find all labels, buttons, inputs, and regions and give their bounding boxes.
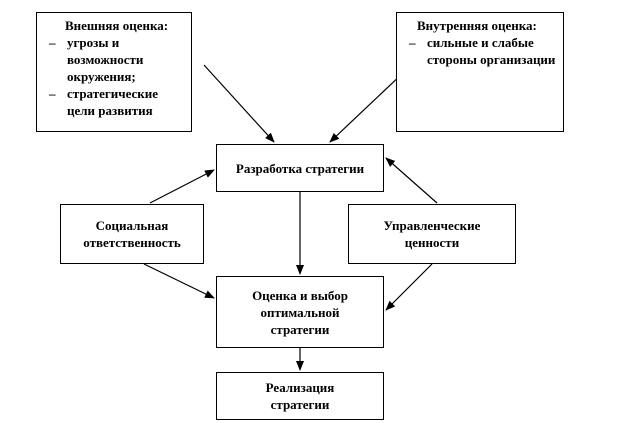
evaluation-line2: оптимальной [260,304,340,320]
evaluation-line1: Оценка и выбор [252,287,348,303]
list-dash: – [49,86,56,101]
list-item: –стратегические цели развития [43,85,185,119]
arrow-external-to-develop [203,64,275,143]
arrow-internal-to-develop [329,71,405,143]
external-item-goals: стратегические цели развития [67,86,159,118]
external-assessment-title: Внешняя оценка: [65,18,169,33]
social-responsibility-line2: ответственность [83,235,181,250]
implementation-line1: Реализация [265,380,335,395]
arrow-values-to-evaluate [385,263,433,311]
list-dash: – [49,35,56,50]
implementation-line2: стратегии [270,397,330,412]
evaluation-selection-box: Оценка и выбор оптимальной стратегии [216,276,384,348]
management-values-line2: ценности [404,235,460,250]
list-item: –угрозы и возможности окружения; [43,34,185,85]
arrow-values-to-develop [385,157,438,204]
management-values-line1: Управленческие [383,218,481,233]
list-dash: – [409,35,416,50]
internal-assessment-box: Внутренняя оценка: –сильные и слабые сто… [396,12,564,132]
management-values-box: Управленческие ценности [348,204,516,264]
strategy-development-box: Разработка стратегии [216,144,384,192]
internal-item-strengths: сильные и слабые стороны организации [427,35,556,67]
arrow-social-to-evaluate [143,263,215,299]
strategy-implementation-box: Реализация стратегии [216,372,384,420]
social-responsibility-line1: Социальная [95,218,169,233]
evaluation-line3: стратегии [270,321,330,337]
strategy-development-label: Разработка стратегии [235,160,365,176]
social-responsibility-box: Социальная ответственность [60,204,204,264]
arrow-social-to-develop [149,169,215,204]
list-item: –сильные и слабые стороны организации [403,34,557,68]
external-assessment-list: –угрозы и возможности окружения; –страте… [43,34,185,119]
internal-assessment-list: –сильные и слабые стороны организации [403,34,557,68]
external-item-threats: угрозы и возможности окружения; [67,35,144,84]
external-assessment-box: Внешняя оценка: –угрозы и возможности ок… [36,12,192,132]
internal-assessment-title: Внутренняя оценка: [417,18,537,33]
